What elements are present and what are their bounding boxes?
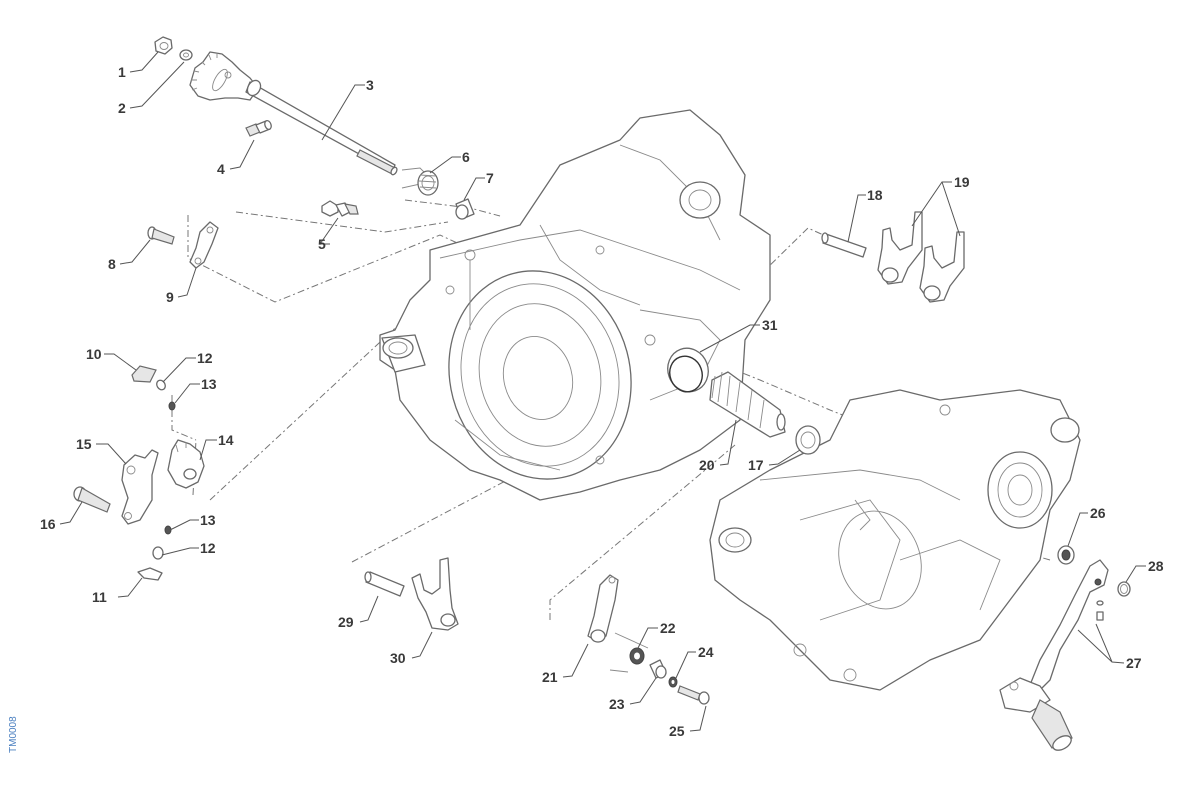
- part-19-shift-forks[interactable]: [877, 211, 965, 303]
- part-2-washer[interactable]: [179, 49, 193, 61]
- callout-13-lower: 13: [200, 512, 216, 528]
- callout-16: 16: [40, 516, 56, 532]
- part-16-bolt[interactable]: [73, 486, 111, 513]
- callout-9: 9: [166, 289, 174, 305]
- part-22-spring[interactable]: [609, 632, 649, 673]
- callout-26: 26: [1090, 505, 1106, 521]
- part-26-seal[interactable]: [1057, 545, 1075, 565]
- part-13-spring-upper[interactable]: [168, 401, 176, 411]
- callout-27: 27: [1126, 655, 1142, 671]
- part-12-cap-upper[interactable]: [155, 379, 167, 392]
- part-15-plate[interactable]: [121, 449, 159, 525]
- callout-12-lower: 12: [200, 540, 216, 556]
- callout-1: 1: [118, 64, 126, 80]
- callout-21: 21: [542, 669, 558, 685]
- part-29-pin[interactable]: [364, 571, 405, 597]
- part-4-pin[interactable]: [245, 119, 272, 137]
- callout-8: 8: [108, 256, 116, 272]
- part-18-fork-shaft[interactable]: [821, 232, 867, 258]
- callout-31: 31: [762, 317, 778, 333]
- part-24-washer[interactable]: [668, 676, 678, 688]
- callout-28: 28: [1148, 558, 1164, 574]
- callout-7: 7: [486, 170, 494, 186]
- callout-19: 19: [954, 174, 970, 190]
- callout-30: 30: [390, 650, 406, 666]
- part-7-bushing[interactable]: [455, 198, 475, 220]
- callout-15: 15: [76, 436, 92, 452]
- callout-23: 23: [609, 696, 625, 712]
- drawing-code-text: TM0008: [8, 716, 19, 753]
- callout-6: 6: [462, 149, 470, 165]
- crankcase-right-half: [709, 389, 1081, 691]
- callout-24: 24: [698, 644, 714, 660]
- part-20-shift-drum[interactable]: [709, 371, 786, 438]
- callout-3: 3: [366, 77, 374, 93]
- callout-12-upper: 12: [197, 350, 213, 366]
- part-12-cap-lower[interactable]: [152, 546, 164, 560]
- callout-11: 11: [92, 589, 107, 605]
- callout-22: 22: [660, 620, 676, 636]
- part-8-bolt[interactable]: [147, 226, 175, 245]
- callout-5: 5: [318, 236, 326, 252]
- part-9-plate[interactable]: [189, 221, 219, 269]
- part-27-gear-pedal[interactable]: [999, 559, 1109, 753]
- callout-29: 29: [338, 614, 354, 630]
- part-21-shift-lever[interactable]: [587, 574, 619, 643]
- callout-14: 14: [218, 432, 234, 448]
- part-5-stud[interactable]: [321, 200, 359, 217]
- drawing-code: TM0008: [6, 705, 36, 755]
- part-3-shift-shaft[interactable]: [189, 51, 398, 176]
- part-28-o-ring[interactable]: [1117, 581, 1131, 597]
- callout-4: 4: [217, 161, 225, 177]
- callout-18: 18: [867, 187, 883, 203]
- callout-2: 2: [118, 100, 126, 116]
- part-10-block[interactable]: [131, 365, 157, 383]
- callout-20: 20: [699, 457, 715, 473]
- part-30-shift-fork[interactable]: [411, 557, 459, 631]
- part-1-nut[interactable]: [154, 36, 173, 55]
- callout-13-upper: 13: [201, 376, 217, 392]
- part-14-shift-cam[interactable]: [167, 439, 205, 489]
- part-6-spring[interactable]: [401, 167, 439, 196]
- callout-17: 17: [748, 457, 764, 473]
- callout-25: 25: [669, 723, 685, 739]
- part-17-bearing[interactable]: [795, 425, 821, 455]
- part-23-bushing[interactable]: [649, 659, 667, 679]
- crankcase-left-half: [379, 109, 771, 501]
- callout-10: 10: [86, 346, 102, 362]
- part-31-bearing-sleeve[interactable]: [662, 342, 715, 397]
- part-11-lever[interactable]: [137, 567, 163, 581]
- callout-labels: 1 2 3 4 5 6 7 8 9 10 11 12 12 13 13 14 1…: [40, 64, 1164, 739]
- callout-leaders: [59, 51, 1146, 732]
- part-25-bolt[interactable]: [677, 685, 710, 705]
